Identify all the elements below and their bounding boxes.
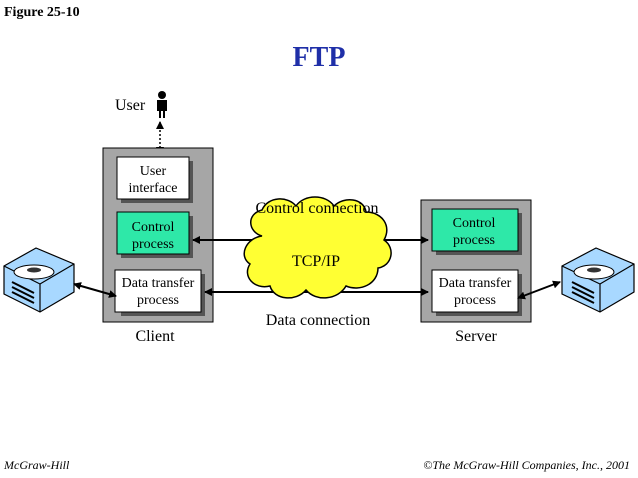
diagram-title: FTP bbox=[292, 42, 346, 73]
client-label: Client bbox=[135, 328, 175, 345]
copyright-footer: ©The McGraw-Hill Companies, Inc., 2001 bbox=[423, 458, 630, 472]
data-connection-label: Data connection bbox=[266, 312, 370, 329]
client-box-1-line1: User bbox=[140, 164, 167, 179]
server-control-process-box bbox=[431, 208, 519, 252]
cloud-label: TCP/IP bbox=[292, 253, 340, 270]
client-control-process-box bbox=[116, 211, 190, 255]
tcpip-cloud bbox=[243, 196, 392, 299]
client-box-3-line2: process bbox=[137, 293, 179, 308]
client-box-1-line2: interface bbox=[129, 181, 178, 196]
client-box-2-line1: Control bbox=[132, 220, 175, 235]
server-disk-icon bbox=[561, 247, 635, 313]
client-user-interface-box bbox=[116, 156, 190, 200]
client-disk-icon bbox=[3, 247, 75, 313]
server-box-2-line1: Data transfer bbox=[439, 276, 512, 291]
person-icon bbox=[157, 91, 167, 118]
client-box-2-line2: process bbox=[132, 237, 174, 252]
client-disk-arrow bbox=[73, 282, 117, 298]
server-box-2-line2: process bbox=[454, 293, 496, 308]
server-disk-arrow bbox=[517, 280, 561, 300]
publisher-footer: McGraw-Hill bbox=[4, 458, 70, 472]
figure-label: Figure 25-10 bbox=[4, 5, 80, 20]
client-box-3-line1: Data transfer bbox=[122, 276, 195, 291]
server-label: Server bbox=[455, 328, 497, 345]
user-label: User bbox=[115, 97, 146, 114]
control-connection-label: Control connection bbox=[255, 200, 378, 217]
server-box-1-line1: Control bbox=[453, 216, 496, 231]
server-box-1-line2: process bbox=[453, 233, 495, 248]
server-data-transfer-box bbox=[431, 269, 519, 313]
